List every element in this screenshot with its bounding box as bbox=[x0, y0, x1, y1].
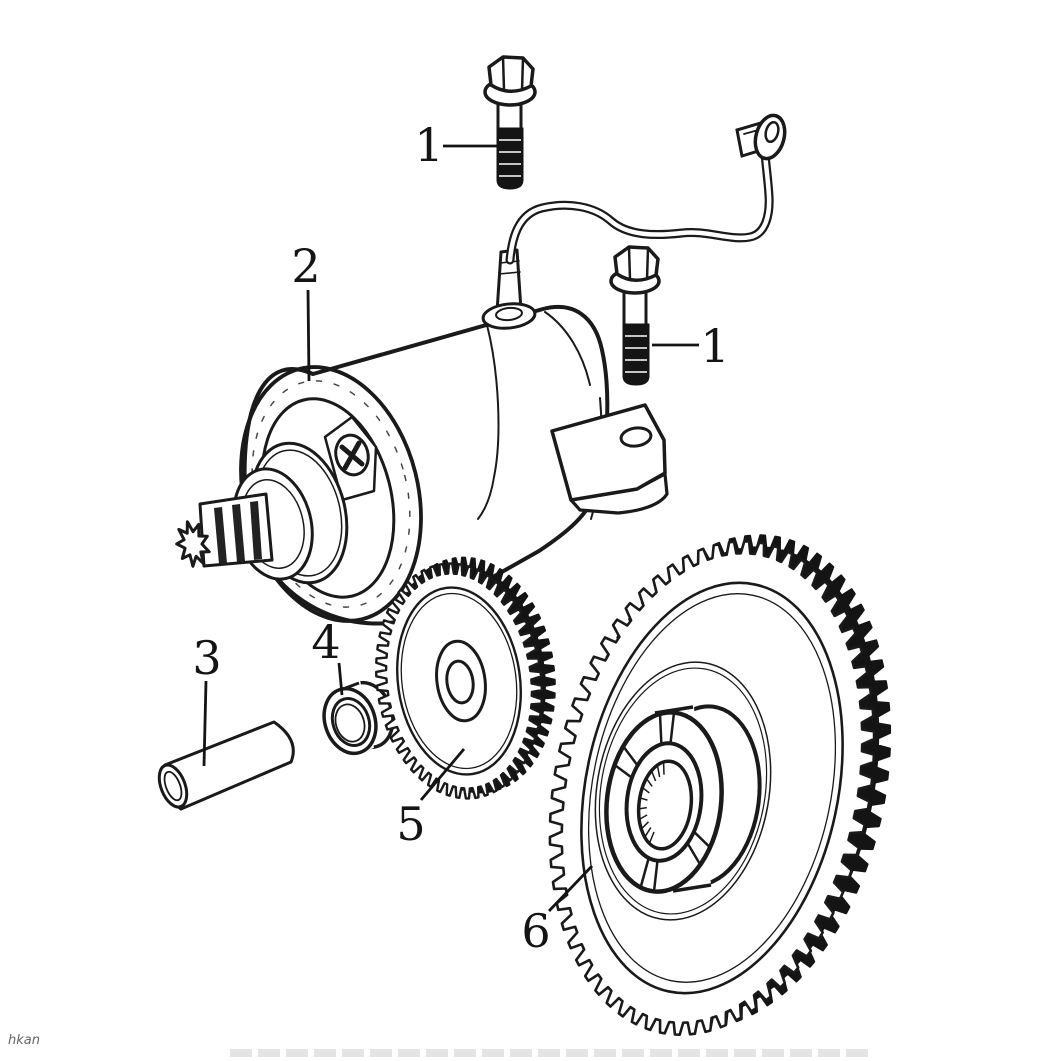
callout-3: 3 bbox=[192, 631, 222, 767]
body-seam-back bbox=[544, 311, 591, 386]
ring-gear-rim-inner bbox=[587, 593, 837, 983]
bore-hatch-line bbox=[641, 821, 650, 829]
callout-5-leader bbox=[419, 748, 466, 801]
callout-1-lower-label: 1 bbox=[700, 319, 729, 373]
bolt-head bbox=[609, 245, 661, 295]
spline-tip-star bbox=[175, 520, 211, 568]
callout-4: 4 bbox=[311, 615, 344, 696]
hub-spoke-line bbox=[669, 712, 676, 744]
hub-spoke-line bbox=[652, 860, 659, 892]
terminal-boot bbox=[481, 302, 537, 330]
bore-hatch-line bbox=[639, 806, 647, 810]
dish-ring-outer bbox=[594, 661, 772, 921]
bore-hatch-line bbox=[644, 827, 652, 837]
watermark: hkan bbox=[8, 1033, 40, 1048]
hub-spokes bbox=[613, 712, 711, 892]
hub-spoke-line bbox=[658, 713, 663, 745]
bolt-shank bbox=[622, 288, 648, 330]
callout-6-label: 6 bbox=[521, 904, 550, 958]
callout-5-label: 5 bbox=[396, 797, 425, 851]
bore-hatch-line bbox=[639, 814, 648, 820]
callout-4-leader bbox=[337, 662, 344, 696]
hub-spoke-line bbox=[622, 745, 639, 767]
bolt-threads bbox=[496, 127, 524, 190]
bore-hatching bbox=[639, 762, 665, 843]
motor-lead-wire bbox=[505, 113, 787, 265]
flange-bolt-upper-illustration bbox=[483, 55, 537, 190]
callout-6: 6 bbox=[521, 865, 594, 958]
front-rim-dashes bbox=[251, 380, 411, 608]
callout-2-leader bbox=[306, 289, 311, 382]
hub-spoke-line bbox=[639, 857, 650, 888]
callout-3-leader bbox=[202, 680, 208, 767]
bracket-bolt-hole bbox=[619, 426, 653, 448]
bore-hatch-line bbox=[646, 778, 653, 787]
bolt-head bbox=[483, 55, 537, 107]
callout-1-lower: 1 bbox=[652, 319, 730, 373]
callout-2-label: 2 bbox=[291, 239, 320, 293]
callout-5: 5 bbox=[396, 748, 466, 851]
dish-ring-inner bbox=[598, 667, 768, 915]
callout-6-leader bbox=[547, 865, 594, 912]
hub-bore bbox=[636, 759, 694, 851]
mounting-bracket bbox=[550, 403, 669, 515]
starter-motor-illustration bbox=[175, 248, 669, 626]
dowel-pin-illustration bbox=[157, 720, 295, 811]
callout-3-label: 3 bbox=[192, 631, 221, 685]
hub-spoke-line bbox=[613, 763, 633, 779]
bore-hatch-line bbox=[656, 766, 661, 778]
idler-gear-rim-inner bbox=[400, 592, 518, 770]
bore-hatch-line bbox=[640, 797, 648, 801]
idler-gear-bore bbox=[445, 659, 475, 705]
wire-core bbox=[507, 147, 772, 263]
flange-bolt-lower-illustration bbox=[609, 245, 661, 386]
bore-hatch-line bbox=[651, 771, 657, 782]
hub-spoke-line bbox=[693, 830, 711, 849]
bore-hatch-line bbox=[649, 831, 655, 843]
bolt-threads bbox=[622, 323, 650, 386]
callout-1-upper-label: 1 bbox=[414, 118, 443, 172]
body-seam-front bbox=[477, 324, 500, 520]
callout-1-upper: 1 bbox=[414, 118, 497, 172]
hub-spoke-line bbox=[686, 842, 702, 866]
callout-4-label: 4 bbox=[311, 615, 340, 669]
callout-2: 2 bbox=[291, 239, 321, 382]
splined-shaft bbox=[175, 492, 274, 568]
bore-hatch-line bbox=[642, 787, 650, 794]
starter-clutch-ring-gear-illustration bbox=[548, 534, 892, 1036]
idler-gear-illustration bbox=[375, 556, 556, 800]
ring-terminal bbox=[735, 113, 787, 161]
